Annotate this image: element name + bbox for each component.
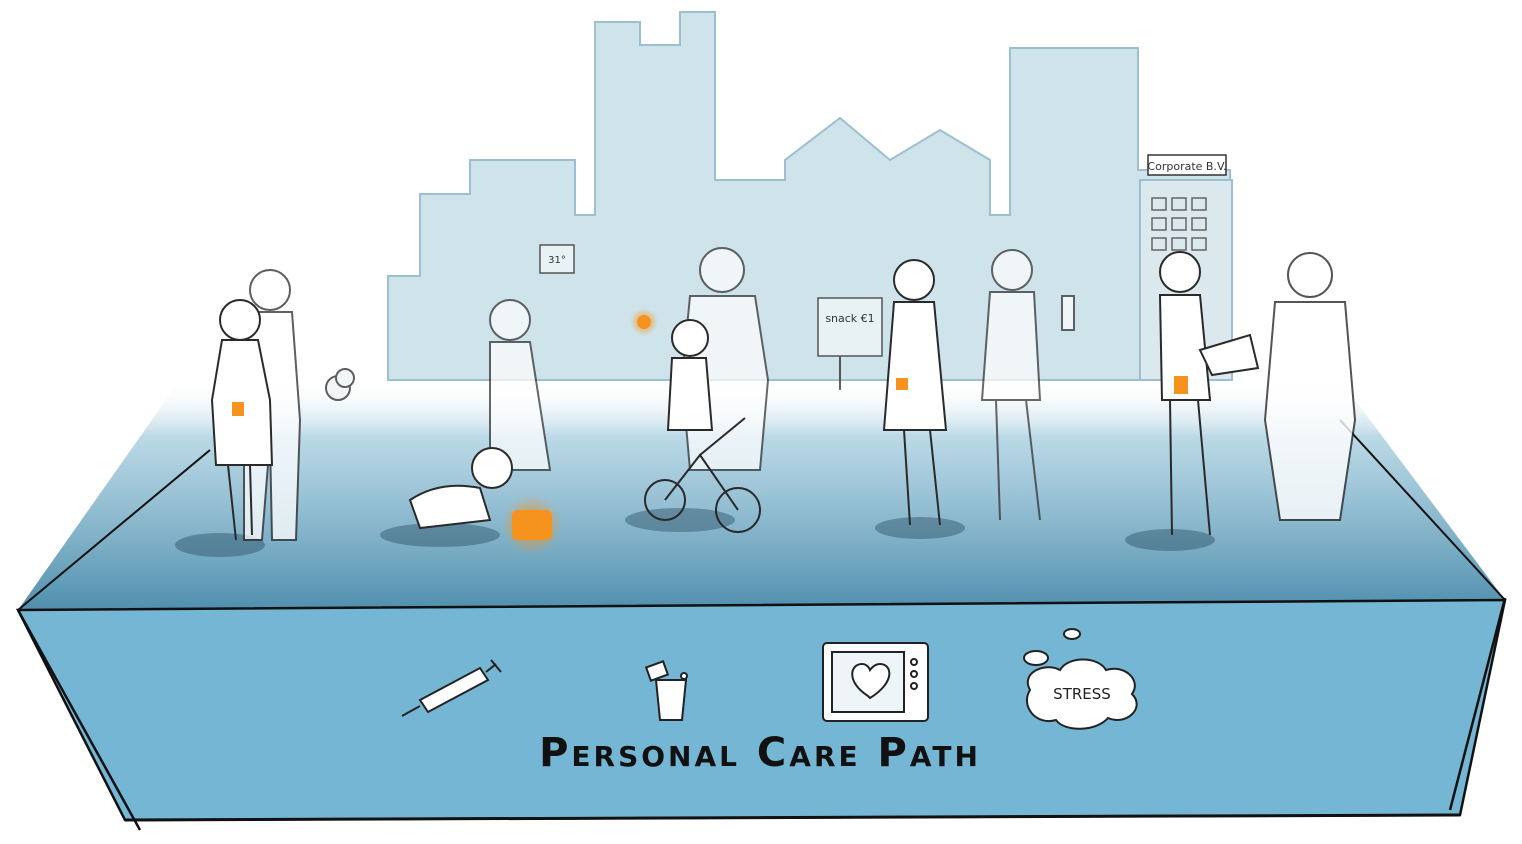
- man-talking: [1263, 252, 1357, 521]
- woman-with-bottle: [980, 249, 1075, 521]
- building-sign: Corporate B.V.: [1147, 154, 1227, 176]
- building-sign-label: Corporate B.V.: [1147, 160, 1226, 173]
- woman-with-wine: [882, 259, 948, 526]
- thermometer-label: 31°: [548, 255, 566, 266]
- building-windows: [1151, 197, 1207, 251]
- syringe-icon: [401, 659, 502, 717]
- woman-with-laptop: [1158, 251, 1260, 536]
- platform-front: [15, 598, 1507, 822]
- pregnant-woman: [210, 299, 274, 541]
- medicine-cup-icon: [644, 660, 688, 721]
- floor-shadows: [175, 508, 1215, 557]
- stress-cloud-icon: STRESS: [1023, 628, 1138, 730]
- crawling-baby: [408, 447, 562, 555]
- stress-label: STRESS: [1053, 685, 1111, 703]
- platform-top: [18, 380, 1505, 610]
- snack-sign-label: snack €1: [825, 312, 874, 325]
- caption-title: Personal Care Path: [539, 730, 981, 776]
- elderly-woman: [489, 299, 552, 471]
- heart-scan-tablet-icon: [822, 642, 929, 722]
- thermometer-sign: 31°: [539, 244, 575, 274]
- girl-on-bike: [630, 308, 761, 533]
- people: [210, 247, 1357, 555]
- snack-sign: snack €1: [817, 297, 883, 390]
